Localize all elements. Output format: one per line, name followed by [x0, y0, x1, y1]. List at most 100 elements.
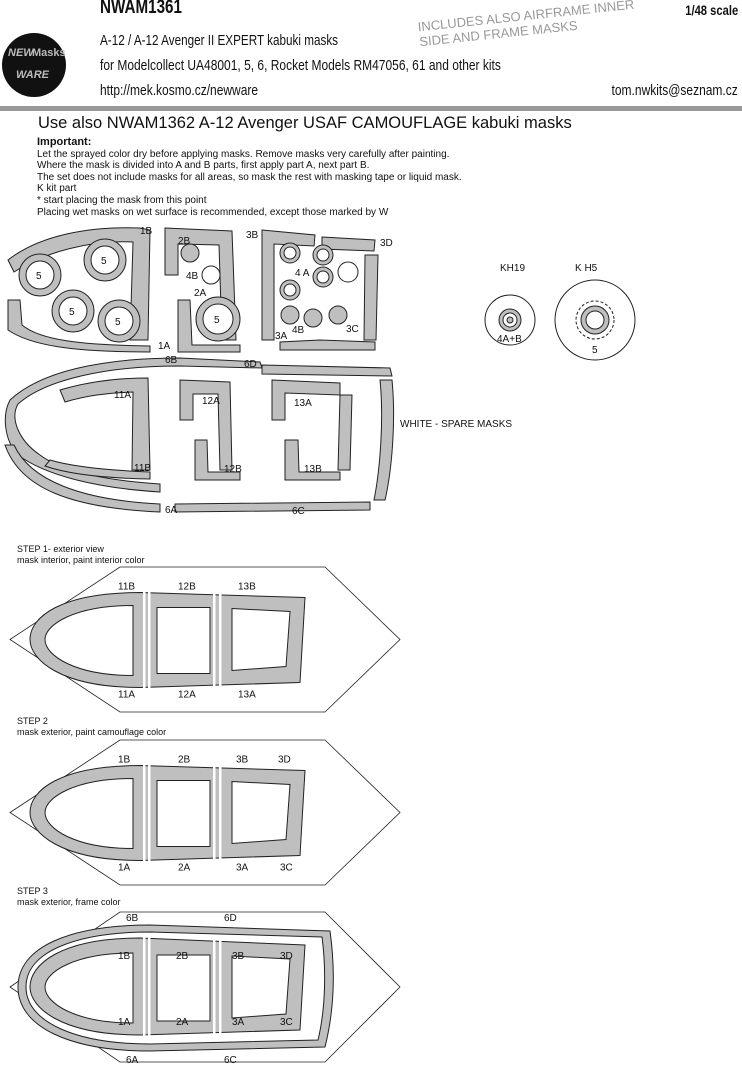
mask-6c — [174, 501, 371, 513]
note-line: Let the sprayed color dry before applyin… — [37, 148, 450, 160]
front-window — [44, 604, 134, 677]
step-3-text: STEP 3 mask exterior, frame color — [17, 886, 121, 908]
step-label: 2A — [178, 863, 191, 874]
kh5-label: K H5 — [575, 263, 598, 274]
product-title: A-12 / A-12 Avenger II EXPERT kabuki mas… — [100, 32, 339, 49]
website-link[interactable]: http://mek.kosmo.cz/newware — [100, 82, 259, 99]
step-label: 1B — [118, 951, 131, 962]
step-desc: mask exterior, paint camouflage color — [17, 727, 167, 737]
middle-window — [156, 954, 211, 1022]
step-label: 13A — [238, 690, 256, 701]
logo-new: NEW — [8, 47, 34, 59]
mask-13b — [284, 439, 341, 481]
hexagon-outline — [9, 911, 401, 1063]
step-label: 12B — [178, 582, 196, 593]
step-1-text: STEP 1- exterior view mask interior, pai… — [17, 544, 145, 566]
label: 6B — [165, 355, 178, 366]
step-label: 1A — [118, 863, 131, 874]
email-link[interactable]: tom.nwkits@seznam.cz — [611, 82, 738, 99]
rear-window — [231, 780, 291, 845]
middle-window — [156, 607, 211, 674]
divider — [0, 106, 742, 111]
important-heading: Important: — [37, 136, 92, 148]
label: 11A — [114, 390, 131, 401]
mask-6a — [4, 444, 161, 513]
label: 13A — [294, 398, 312, 409]
label: 4 A — [295, 268, 310, 279]
step-label: 12A — [178, 690, 196, 701]
mask-6b — [4, 357, 263, 493]
scale-label: 1/48 scale — [685, 2, 738, 18]
step-label: 6D — [224, 913, 237, 924]
label: 12B — [224, 464, 242, 475]
product-code: NWAM1361 — [100, 0, 182, 18]
step-label: 3B — [232, 951, 245, 962]
front-window — [44, 952, 134, 1024]
label: 13B — [304, 464, 322, 475]
step-label: 3C — [280, 1017, 293, 1028]
label: 11B — [134, 463, 151, 474]
step-label: 1A — [118, 1017, 131, 1028]
label: 1B — [140, 226, 153, 237]
mask-6d — [261, 364, 393, 377]
step-label: 2B — [178, 755, 191, 766]
front-window — [44, 777, 134, 850]
label: 6C — [292, 506, 305, 517]
newware-logo: NEW Masks WARE — [2, 33, 66, 97]
note-line: * start placing the mask from this point — [37, 194, 207, 206]
mask-3b — [261, 229, 316, 341]
label: 4B — [186, 271, 199, 282]
logo-masks: Masks — [32, 47, 66, 59]
step-2-text: STEP 2 mask exterior, paint camouflage c… — [17, 716, 166, 738]
spare-masks-note: WHITE - SPARE MASKS — [400, 419, 512, 430]
step-label: 11A — [118, 690, 135, 701]
label: 3D — [380, 238, 393, 249]
label: 5 — [69, 307, 75, 318]
label: 5 — [115, 317, 121, 328]
mask-12b — [194, 439, 241, 481]
step-label: 3A — [232, 1017, 245, 1028]
step-label: 1B — [118, 755, 131, 766]
mask-13a — [271, 379, 341, 421]
step-label: 13B — [238, 582, 256, 593]
middle-window — [156, 780, 211, 847]
step-title: STEP 3 — [17, 886, 48, 896]
label: 5 — [36, 271, 42, 282]
step-title: STEP 2 — [17, 716, 48, 726]
label: 5 — [101, 256, 107, 267]
step-title: STEP 1- exterior view — [17, 544, 104, 554]
label: 12A — [202, 396, 220, 407]
hexagon-outline — [9, 739, 401, 886]
mask-12a — [179, 379, 233, 471]
label: 6A — [165, 505, 178, 516]
step-label: 6C — [224, 1055, 237, 1066]
label: 6D — [244, 359, 257, 370]
compatible-kits: for Modelcollect UA48001, 5, 6, Rocket M… — [100, 57, 501, 74]
label: 3A — [275, 331, 288, 342]
use-also-note: Use also NWAM1362 A-12 Avenger USAF CAMO… — [38, 114, 572, 132]
label: 2A — [194, 288, 207, 299]
mask-sheet — [4, 227, 636, 513]
rear-window — [231, 607, 291, 672]
step-desc: mask interior, paint interior color — [17, 555, 145, 565]
label: 4B — [292, 325, 305, 336]
kh19-label: KH19 — [500, 263, 525, 274]
step-label: 3D — [280, 951, 293, 962]
hexagon-outline — [9, 566, 401, 713]
mask-11a — [59, 377, 151, 471]
note-line: The set does not include masks for all a… — [37, 171, 462, 183]
step-label: 6B — [126, 913, 139, 924]
label: 2B — [178, 236, 191, 247]
note-line: Where the mask is divided into A and B p… — [37, 160, 370, 172]
step-label: 3C — [280, 863, 293, 874]
step-label: 3A — [236, 863, 249, 874]
step-label: 3B — [236, 755, 249, 766]
step-label: 2B — [176, 951, 189, 962]
step-label: 6A — [126, 1055, 139, 1066]
